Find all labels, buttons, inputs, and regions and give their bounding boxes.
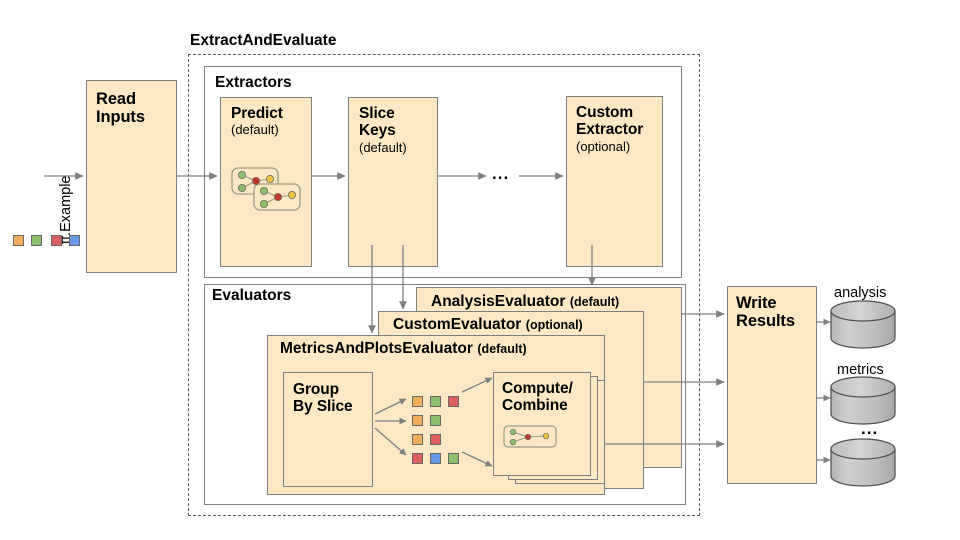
group-by-slice-line1: Group bbox=[293, 381, 339, 398]
compute-combine-box[interactable]: Compute/ Combine bbox=[493, 372, 591, 476]
predict-box[interactable]: Predict (default) bbox=[220, 97, 312, 267]
slice-chip bbox=[448, 396, 459, 407]
extractors-ellipsis: ... bbox=[492, 164, 510, 183]
metrics-and-plots-evaluator-title: MetricsAndPlotsEvaluator bbox=[280, 340, 473, 357]
slice-chip bbox=[430, 415, 441, 426]
slice-chip bbox=[412, 415, 423, 426]
custom-extractor-title-line1: Custom bbox=[576, 104, 634, 121]
mini-graph-icon bbox=[503, 425, 557, 448]
write-results-line1: Write bbox=[736, 294, 777, 312]
metrics-cylinder bbox=[830, 376, 896, 425]
slice-chip bbox=[430, 434, 441, 445]
slice-keys-title-line2: Keys bbox=[359, 122, 396, 140]
input-chip-orange bbox=[13, 235, 24, 246]
extract-and-evaluate-frame bbox=[188, 54, 700, 516]
analysis-store-label: analysis bbox=[834, 285, 887, 301]
group-by-slice-box[interactable]: Group By Slice bbox=[283, 372, 373, 487]
input-label: tf.Example bbox=[58, 175, 74, 245]
custom-extractor-box[interactable]: Custom Extractor (optional) bbox=[566, 96, 663, 267]
write-results-box[interactable]: Write Results bbox=[727, 286, 817, 484]
compute-combine-line1: Compute/ bbox=[502, 380, 573, 397]
more-cylinder bbox=[830, 438, 896, 487]
write-results-line2: Results bbox=[736, 312, 795, 331]
input-chip-green bbox=[31, 235, 42, 246]
evaluators-label: Evaluators bbox=[212, 287, 292, 304]
group-by-slice-line2: By Slice bbox=[293, 398, 353, 416]
predict-title: Predict bbox=[231, 105, 283, 122]
extract-and-evaluate-label: ExtractAndEvaluate bbox=[190, 32, 337, 49]
analysis-evaluator-title: AnalysisEvaluator bbox=[431, 293, 566, 310]
slice-keys-qualifier: (default) bbox=[359, 139, 407, 155]
extractors-label: Extractors bbox=[215, 74, 292, 91]
custom-extractor-title-line2: Extractor bbox=[576, 121, 644, 139]
slice-chip bbox=[412, 396, 423, 407]
predict-qualifier: (default) bbox=[231, 122, 279, 138]
slice-chip bbox=[430, 396, 441, 407]
analysis-cylinder bbox=[830, 300, 896, 349]
slice-chip bbox=[412, 453, 423, 464]
metrics-store-label: metrics bbox=[837, 362, 884, 378]
more-stores-label: ... bbox=[861, 419, 879, 438]
read-inputs-line2: Inputs bbox=[96, 108, 145, 127]
compute-combine-line2: Combine bbox=[502, 397, 568, 415]
read-inputs-box[interactable]: Read Inputs bbox=[86, 80, 177, 273]
input-chip-blue bbox=[69, 235, 80, 246]
slice-keys-title-line1: Slice bbox=[359, 105, 395, 122]
analysis-evaluator-qualifier: (default) bbox=[569, 295, 620, 309]
metrics-and-plots-evaluator-qualifier: (default) bbox=[477, 342, 527, 356]
slice-chip bbox=[430, 453, 441, 464]
slice-keys-box[interactable]: Slice Keys (default) bbox=[348, 97, 438, 267]
input-chip-red bbox=[51, 235, 62, 246]
slice-chip bbox=[412, 434, 423, 445]
slice-chip bbox=[448, 453, 459, 464]
read-inputs-line1: Read bbox=[96, 90, 136, 108]
custom-evaluator-title: CustomEvaluator bbox=[393, 316, 522, 333]
graph-icon bbox=[231, 167, 301, 211]
custom-extractor-qualifier: (optional) bbox=[576, 138, 631, 154]
custom-evaluator-qualifier: (optional) bbox=[525, 318, 583, 332]
